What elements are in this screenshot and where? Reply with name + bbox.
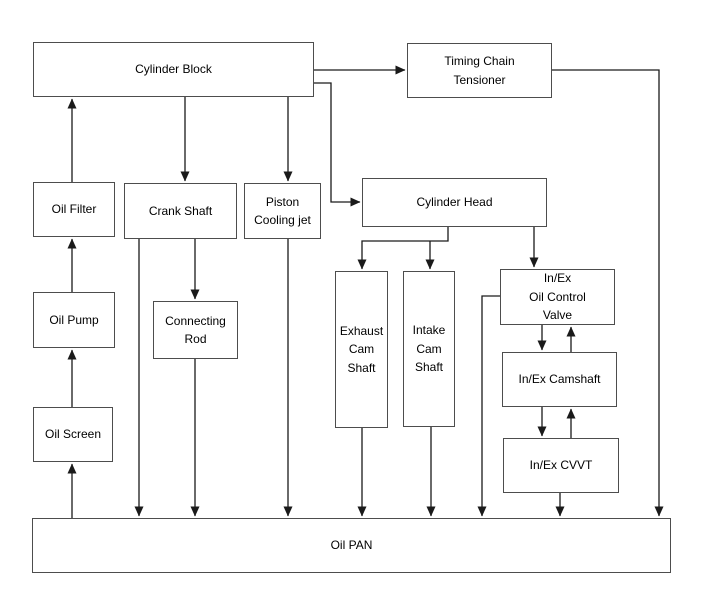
node-label: Oil Control [529, 289, 586, 304]
node-inex-camshaft: In/Ex Camshaft [502, 352, 617, 407]
node-timing-chain-tensioner: Timing Chain Tensioner [407, 43, 552, 98]
node-label: Oil Filter [51, 202, 97, 217]
node-oil-filter: Oil Filter [33, 182, 115, 237]
node-label: Piston [265, 194, 300, 209]
node-label: Rod [184, 332, 207, 346]
node-connecting-rod: Connecting Rod [153, 301, 238, 359]
node-label: Oil PAN [330, 538, 373, 553]
node-piston-cooling-jet: Piston Cooling jet [244, 183, 321, 239]
node-oil-pump: Oil Pump [33, 292, 115, 348]
node-cylinder-head: Cylinder Head [362, 178, 547, 227]
node-label: Connecting [165, 313, 226, 328]
node-label: Cam [416, 341, 442, 356]
node-label: Exhaust [339, 323, 384, 338]
node-label: Oil Screen [44, 427, 102, 442]
node-crank-shaft: Crank Shaft [124, 183, 237, 239]
node-label: Crank Shaft [148, 203, 213, 218]
node-oil-pan: Oil PAN [32, 518, 671, 573]
node-label: Oil Pump [49, 312, 99, 327]
node-label: In/Ex Camshaft [518, 372, 601, 387]
edge-cylinder-head-to-exhaust-cam-shaft [357, 227, 449, 270]
edge-cylinder-block-to-cylinder-head [314, 82, 361, 207]
node-cylinder-block: Cylinder Block [33, 42, 314, 97]
node-label: In/Ex CVVT [529, 458, 593, 473]
node-label: Cooling jet [254, 213, 311, 227]
node-label: Timing Chain [444, 54, 515, 68]
node-label: Shaft [347, 360, 376, 375]
node-oil-screen: Oil Screen [33, 407, 113, 462]
node-label: Valve [542, 308, 573, 323]
node-inex-cvvt: In/Ex CVVT [503, 438, 619, 493]
edge-oil-control-valve-to-oil-pan [477, 295, 500, 517]
node-label: Shaft [414, 360, 444, 375]
node-exhaust-cam-shaft: Exhaust Cam Shaft [335, 271, 388, 428]
edge-timing-chain-tensioner-to-oil-pan [552, 69, 664, 517]
node-intake-cam-shaft: Intake Cam Shaft [403, 271, 455, 427]
node-label: Cam [348, 342, 375, 357]
node-label: Tensioner [453, 72, 506, 87]
node-label: In/Ex [543, 271, 572, 286]
node-inex-oil-control-valve: In/Ex Oil Control Valve [500, 269, 615, 325]
node-label: Intake [412, 323, 446, 338]
node-label: Cylinder Block [135, 62, 212, 77]
node-label: Cylinder Head [416, 195, 493, 210]
